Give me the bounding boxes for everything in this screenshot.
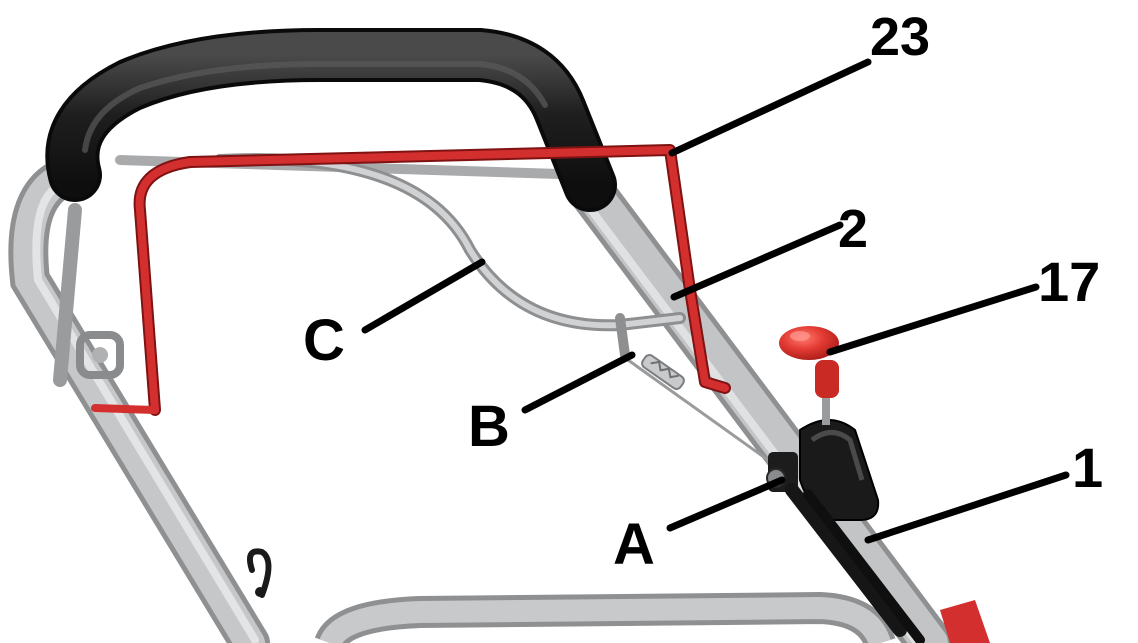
callout-line-1 [868,475,1066,540]
callout-label-c: C [303,312,345,370]
callout-label-2: 2 [838,202,868,256]
callout-line-2 [674,225,840,297]
callout-label-23: 23 [870,10,930,64]
starter-knob-17 [779,326,839,425]
callout-line-B [525,355,632,410]
callout-lines [365,62,1066,540]
callout-line-A [670,480,782,528]
callout-line-23 [672,62,868,153]
cable-clip [250,551,269,597]
callout-label-b: B [468,398,510,456]
callout-line-17 [830,287,1036,352]
callout-label-1: 1 [1072,440,1103,496]
lower-frame-bar [330,608,880,643]
callout-line-C [365,262,482,330]
callout-label-a: A [613,516,655,574]
callout-label-17: 17 [1038,254,1100,310]
